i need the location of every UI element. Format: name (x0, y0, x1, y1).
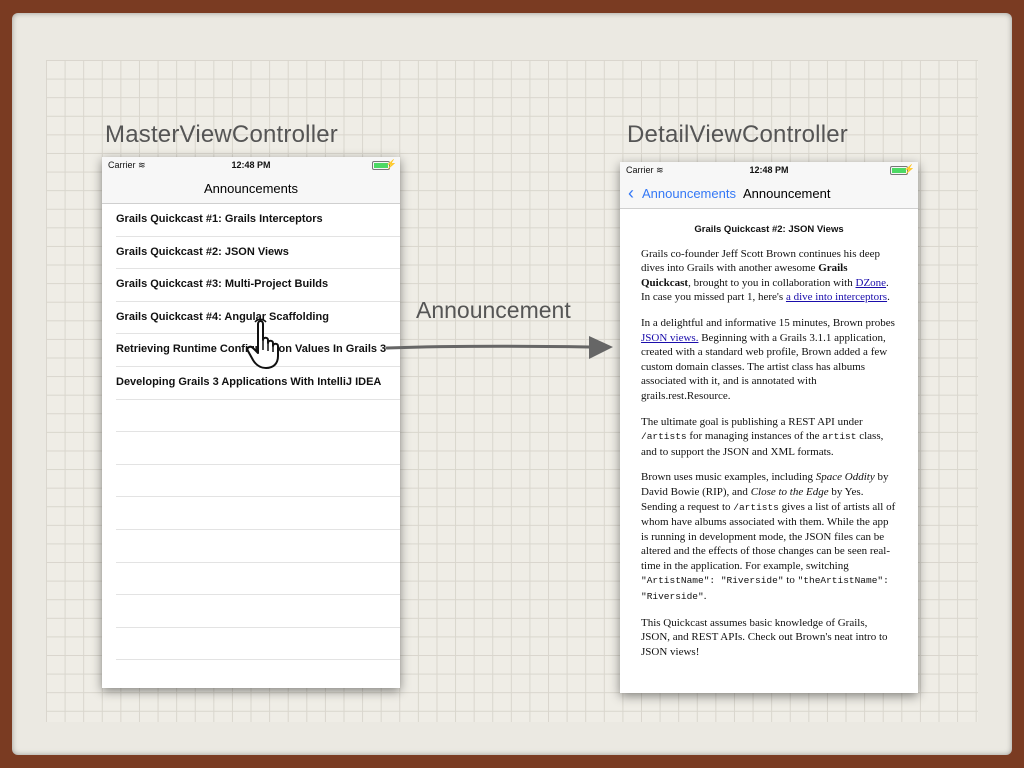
master-title: MasterViewController (105, 121, 338, 148)
paragraph-2: In a delightful and informative 15 minut… (641, 316, 895, 402)
nav-title: Announcements (204, 181, 298, 196)
paragraph-5: This Quickcast assumes basic knowledge o… (641, 616, 888, 658)
empty-row (116, 497, 400, 530)
wifi-icon: ≋ (656, 165, 664, 175)
dzone-link[interactable]: DZone (855, 276, 887, 289)
carrier-label: Carrier ≋ (626, 165, 664, 175)
empty-row (116, 400, 400, 433)
detail-view-controller: Carrier ≋ 12:48 PM ⚡ ‹ Announcements Ann… (620, 162, 918, 693)
carrier-label: Carrier ≋ (108, 160, 146, 170)
empty-row (116, 595, 400, 628)
empty-row (116, 660, 400, 688)
empty-row (116, 530, 400, 563)
table-view: Grails Quickcast #1: Grails Interceptors… (102, 204, 400, 688)
article-heading: Grails Quickcast #2: JSON Views (694, 224, 844, 235)
nav-title: Announcement (743, 186, 831, 201)
master-view-controller: Carrier ≋ 12:48 PM ⚡ Announcements Grail… (102, 157, 400, 688)
wifi-icon: ≋ (138, 160, 146, 170)
paragraph-4: Brown uses music examples, including Spa… (641, 471, 896, 603)
charging-icon: ⚡ (385, 159, 397, 169)
status-bar: Carrier ≋ 12:48 PM ⚡ (102, 157, 400, 175)
interceptors-link[interactable]: a dive into interceptors (785, 291, 888, 304)
web-view: Grails Quickcast #2: JSON Views Grails c… (620, 223, 918, 659)
table-row[interactable]: Grails Quickcast #3: Multi-Project Build… (116, 269, 400, 302)
json-views-link[interactable]: JSON views. (641, 331, 699, 344)
empty-row (116, 563, 400, 596)
nav-bar: ‹ Announcements Announcement (620, 180, 918, 209)
battery-icon (372, 161, 390, 170)
empty-row (116, 628, 400, 661)
paragraph-1: Grails co-founder Jeff Scott Brown conti… (641, 247, 890, 304)
status-time: 12:48 PM (749, 165, 789, 175)
status-time: 12:48 PM (231, 160, 271, 170)
table-row[interactable]: Grails Quickcast #1: Grails Interceptors (116, 204, 400, 237)
back-button[interactable]: Announcements (642, 186, 736, 201)
paragraph-3: The ultimate goal is publishing a REST A… (641, 415, 884, 458)
battery-icon (890, 166, 908, 175)
detail-title: DetailViewController (627, 121, 848, 148)
segue-label: Announcement (416, 297, 571, 323)
nav-bar: Announcements (102, 175, 400, 204)
chevron-left-icon[interactable]: ‹ (628, 183, 634, 203)
empty-row (116, 465, 400, 498)
tap-hand-icon (246, 318, 279, 369)
charging-icon: ⚡ (903, 164, 915, 174)
segue-arrow-icon (385, 336, 613, 359)
status-bar: Carrier ≋ 12:48 PM ⚡ (620, 162, 918, 180)
empty-row (116, 432, 400, 465)
table-row[interactable]: Grails Quickcast #2: JSON Views (116, 237, 400, 270)
table-row[interactable]: Developing Grails 3 Applications With In… (116, 367, 400, 400)
